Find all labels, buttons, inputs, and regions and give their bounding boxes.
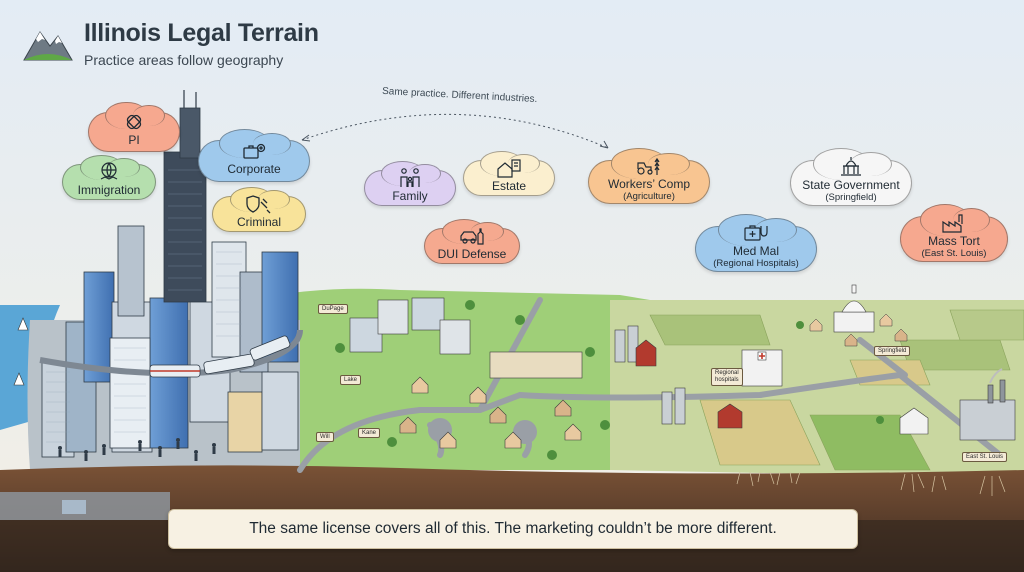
tunnel-pipe bbox=[62, 500, 86, 514]
caption-banner: The same license covers all of this. The… bbox=[168, 509, 858, 549]
cloud-med-mal: Med Mal (Regional Hospitals) bbox=[695, 213, 817, 272]
crop-roots bbox=[736, 471, 1006, 496]
cloud-state-government: State Government (Springfield) bbox=[790, 147, 912, 206]
cloud-label: PI bbox=[128, 133, 140, 147]
city-crowd bbox=[58, 438, 216, 461]
mass-tort-factory bbox=[959, 368, 1016, 441]
house-document-icon bbox=[497, 159, 521, 178]
cloud-label: DUI Defense bbox=[437, 247, 507, 261]
header: Illinois Legal Terrain Practice areas fo… bbox=[22, 18, 319, 68]
farmhouse bbox=[899, 407, 929, 435]
cloud-dui: DUI Defense bbox=[424, 218, 520, 264]
capitol-icon bbox=[841, 157, 861, 176]
cloud-corporate: Corporate bbox=[198, 129, 310, 182]
tractor-wheat-icon bbox=[637, 157, 660, 175]
car-bottle-icon bbox=[460, 228, 484, 245]
springfield-houses bbox=[809, 313, 908, 347]
gavel-shield-icon bbox=[246, 195, 271, 214]
cloud-estate: Estate bbox=[463, 150, 555, 196]
cloud-label: Med Mal bbox=[732, 244, 779, 258]
suburb-houses bbox=[349, 297, 583, 449]
cloud-pi: PI bbox=[88, 101, 180, 152]
family-icon bbox=[400, 168, 420, 187]
page-title: Illinois Legal Terrain bbox=[84, 19, 319, 47]
mountain-logo-icon bbox=[23, 31, 73, 61]
sign-east-st-louis: East St. Louis bbox=[962, 452, 1008, 462]
cloud-immigration: Immigration bbox=[62, 154, 156, 200]
cloud-mass-tort: Mass Tort (East St. Louis) bbox=[900, 203, 1008, 262]
trees bbox=[335, 300, 884, 460]
sign-kane: Kane bbox=[358, 428, 381, 438]
cloud-criminal: Criminal bbox=[212, 186, 306, 232]
state-capitol bbox=[833, 284, 875, 333]
sign-lake: Lake bbox=[340, 375, 362, 385]
globe-handshake-icon bbox=[100, 162, 118, 180]
cloud-label: Corporate bbox=[227, 162, 281, 176]
factory-icon bbox=[942, 214, 963, 233]
cloud-label: Mass Tort bbox=[928, 234, 980, 248]
train bbox=[149, 335, 291, 378]
cloud-sublabel: (Springfield) bbox=[825, 192, 877, 203]
cloud-label: Estate bbox=[491, 179, 527, 193]
farm-buildings bbox=[614, 325, 743, 429]
hospital bbox=[741, 349, 783, 387]
cloud-sublabel: (Regional Hospitals) bbox=[713, 258, 799, 269]
cloud-label: Criminal bbox=[236, 215, 281, 229]
page-subtitle: Practice areas follow geography bbox=[84, 52, 284, 68]
cloud-label: Immigration bbox=[77, 183, 141, 197]
medical-kit-icon bbox=[744, 225, 768, 241]
cloud-label: Family bbox=[392, 189, 428, 203]
bandage-icon bbox=[126, 114, 142, 130]
cloud-sublabel: (Agriculture) bbox=[623, 191, 675, 202]
cloud-label: State Government bbox=[802, 178, 900, 192]
sign-regional-hospitals: Regional hospitals bbox=[711, 368, 743, 386]
briefcase-gear-icon bbox=[243, 143, 266, 159]
sign-will: Will bbox=[316, 432, 334, 442]
cloud-family: Family bbox=[364, 160, 456, 206]
cloud-sublabel: (East St. Louis) bbox=[921, 248, 987, 259]
sign-springfield: Springfield bbox=[874, 346, 911, 356]
cloud-workers-comp: Workers’ Comp (Agriculture) bbox=[588, 148, 710, 204]
cloud-label: Workers’ Comp bbox=[607, 177, 690, 191]
sign-dupage: DuPage bbox=[318, 304, 348, 314]
